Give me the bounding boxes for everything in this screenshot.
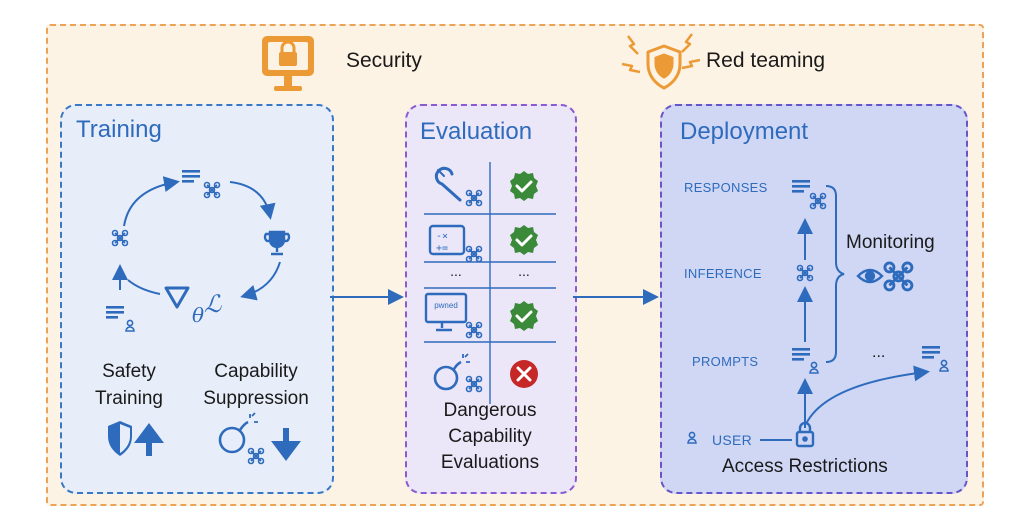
deployment-panel bbox=[660, 104, 968, 494]
svg-text:-×: -× bbox=[436, 231, 448, 242]
suppression-down-arrow-icon bbox=[271, 428, 301, 461]
check-icon-1 bbox=[508, 169, 540, 203]
loss-symbol: θ bbox=[192, 303, 204, 327]
monitoring-network-icon bbox=[883, 261, 914, 292]
security-monitor-icon bbox=[262, 36, 314, 91]
eval-row1-network-icon bbox=[465, 189, 483, 207]
check-icon-3 bbox=[508, 299, 540, 333]
arrow-lock-to-other-prompt bbox=[805, 365, 930, 425]
fail-x-icon bbox=[510, 360, 538, 388]
evaluation-title: Evaluation bbox=[420, 118, 533, 145]
eval-ellipsis-right: ... bbox=[518, 263, 530, 279]
gradient-nabla-icon bbox=[164, 286, 190, 309]
responses-label: RESPONSES bbox=[684, 180, 768, 195]
dangerous-capability-evaluations-label: Dangerous Capability Evaluations bbox=[440, 400, 540, 473]
pwned-monitor-icon bbox=[424, 292, 468, 332]
eval-ellipsis-left: ... bbox=[450, 263, 462, 279]
deploy-ellipsis: ... bbox=[872, 344, 886, 361]
training-prompt-doc-icon bbox=[106, 306, 135, 332]
training-title: Training bbox=[76, 116, 162, 143]
wrench-icon bbox=[434, 166, 462, 202]
access-restrictions-label: Access Restrictions bbox=[722, 456, 888, 477]
svg-text:+=: += bbox=[436, 243, 448, 254]
suppression-bomb-icon bbox=[218, 412, 258, 454]
red-teaming-shield-icon bbox=[621, 33, 701, 90]
suppression-network-icon bbox=[247, 447, 265, 465]
responses-doc-icon bbox=[792, 180, 827, 210]
cycle-arrow-left-up bbox=[123, 176, 180, 227]
cycle-arrow-right-down bbox=[240, 261, 281, 301]
eval-grid-lines bbox=[424, 162, 556, 404]
monitoring-label: Monitoring bbox=[846, 232, 935, 253]
evaluation-panel bbox=[405, 104, 577, 494]
other-prompt-doc-icon bbox=[922, 346, 949, 372]
check-icon-2 bbox=[508, 223, 540, 257]
training-cycle-top-doc-icon bbox=[182, 170, 221, 199]
inference-network-icon bbox=[796, 264, 814, 282]
prompts-doc-icon bbox=[792, 348, 819, 374]
prompts-label: PROMPTS bbox=[692, 354, 759, 369]
eye-icon bbox=[856, 268, 884, 284]
eval-row3-network-icon bbox=[465, 321, 483, 339]
loss-script-icon: ℒ bbox=[204, 290, 222, 318]
user-label: USER bbox=[712, 432, 753, 448]
capability-suppression-label: Capability Suppression bbox=[203, 361, 309, 409]
trophy-icon bbox=[263, 230, 291, 256]
red-teaming-label: Red teaming bbox=[706, 49, 826, 72]
pwned-text: pwned bbox=[434, 301, 458, 310]
training-network-icon bbox=[111, 229, 129, 247]
security-label: Security bbox=[346, 49, 422, 72]
safety-training-label: Safety Training bbox=[95, 361, 163, 409]
inference-label: INFERENCE bbox=[684, 266, 762, 281]
eval-row2-network-icon bbox=[465, 245, 483, 263]
user-person-icon bbox=[687, 431, 697, 444]
safety-shield-icon bbox=[108, 421, 132, 456]
monitoring-brace bbox=[825, 185, 845, 363]
safety-up-arrow-icon bbox=[134, 423, 164, 456]
eval-bomb-icon bbox=[433, 353, 470, 391]
cycle-arrow-top-right bbox=[229, 181, 276, 220]
calculator-icon: -× += bbox=[428, 224, 466, 256]
eval-row4-network-icon bbox=[465, 375, 483, 393]
cycle-arrow-bottom-left bbox=[127, 279, 161, 295]
deployment-title: Deployment bbox=[680, 118, 809, 145]
